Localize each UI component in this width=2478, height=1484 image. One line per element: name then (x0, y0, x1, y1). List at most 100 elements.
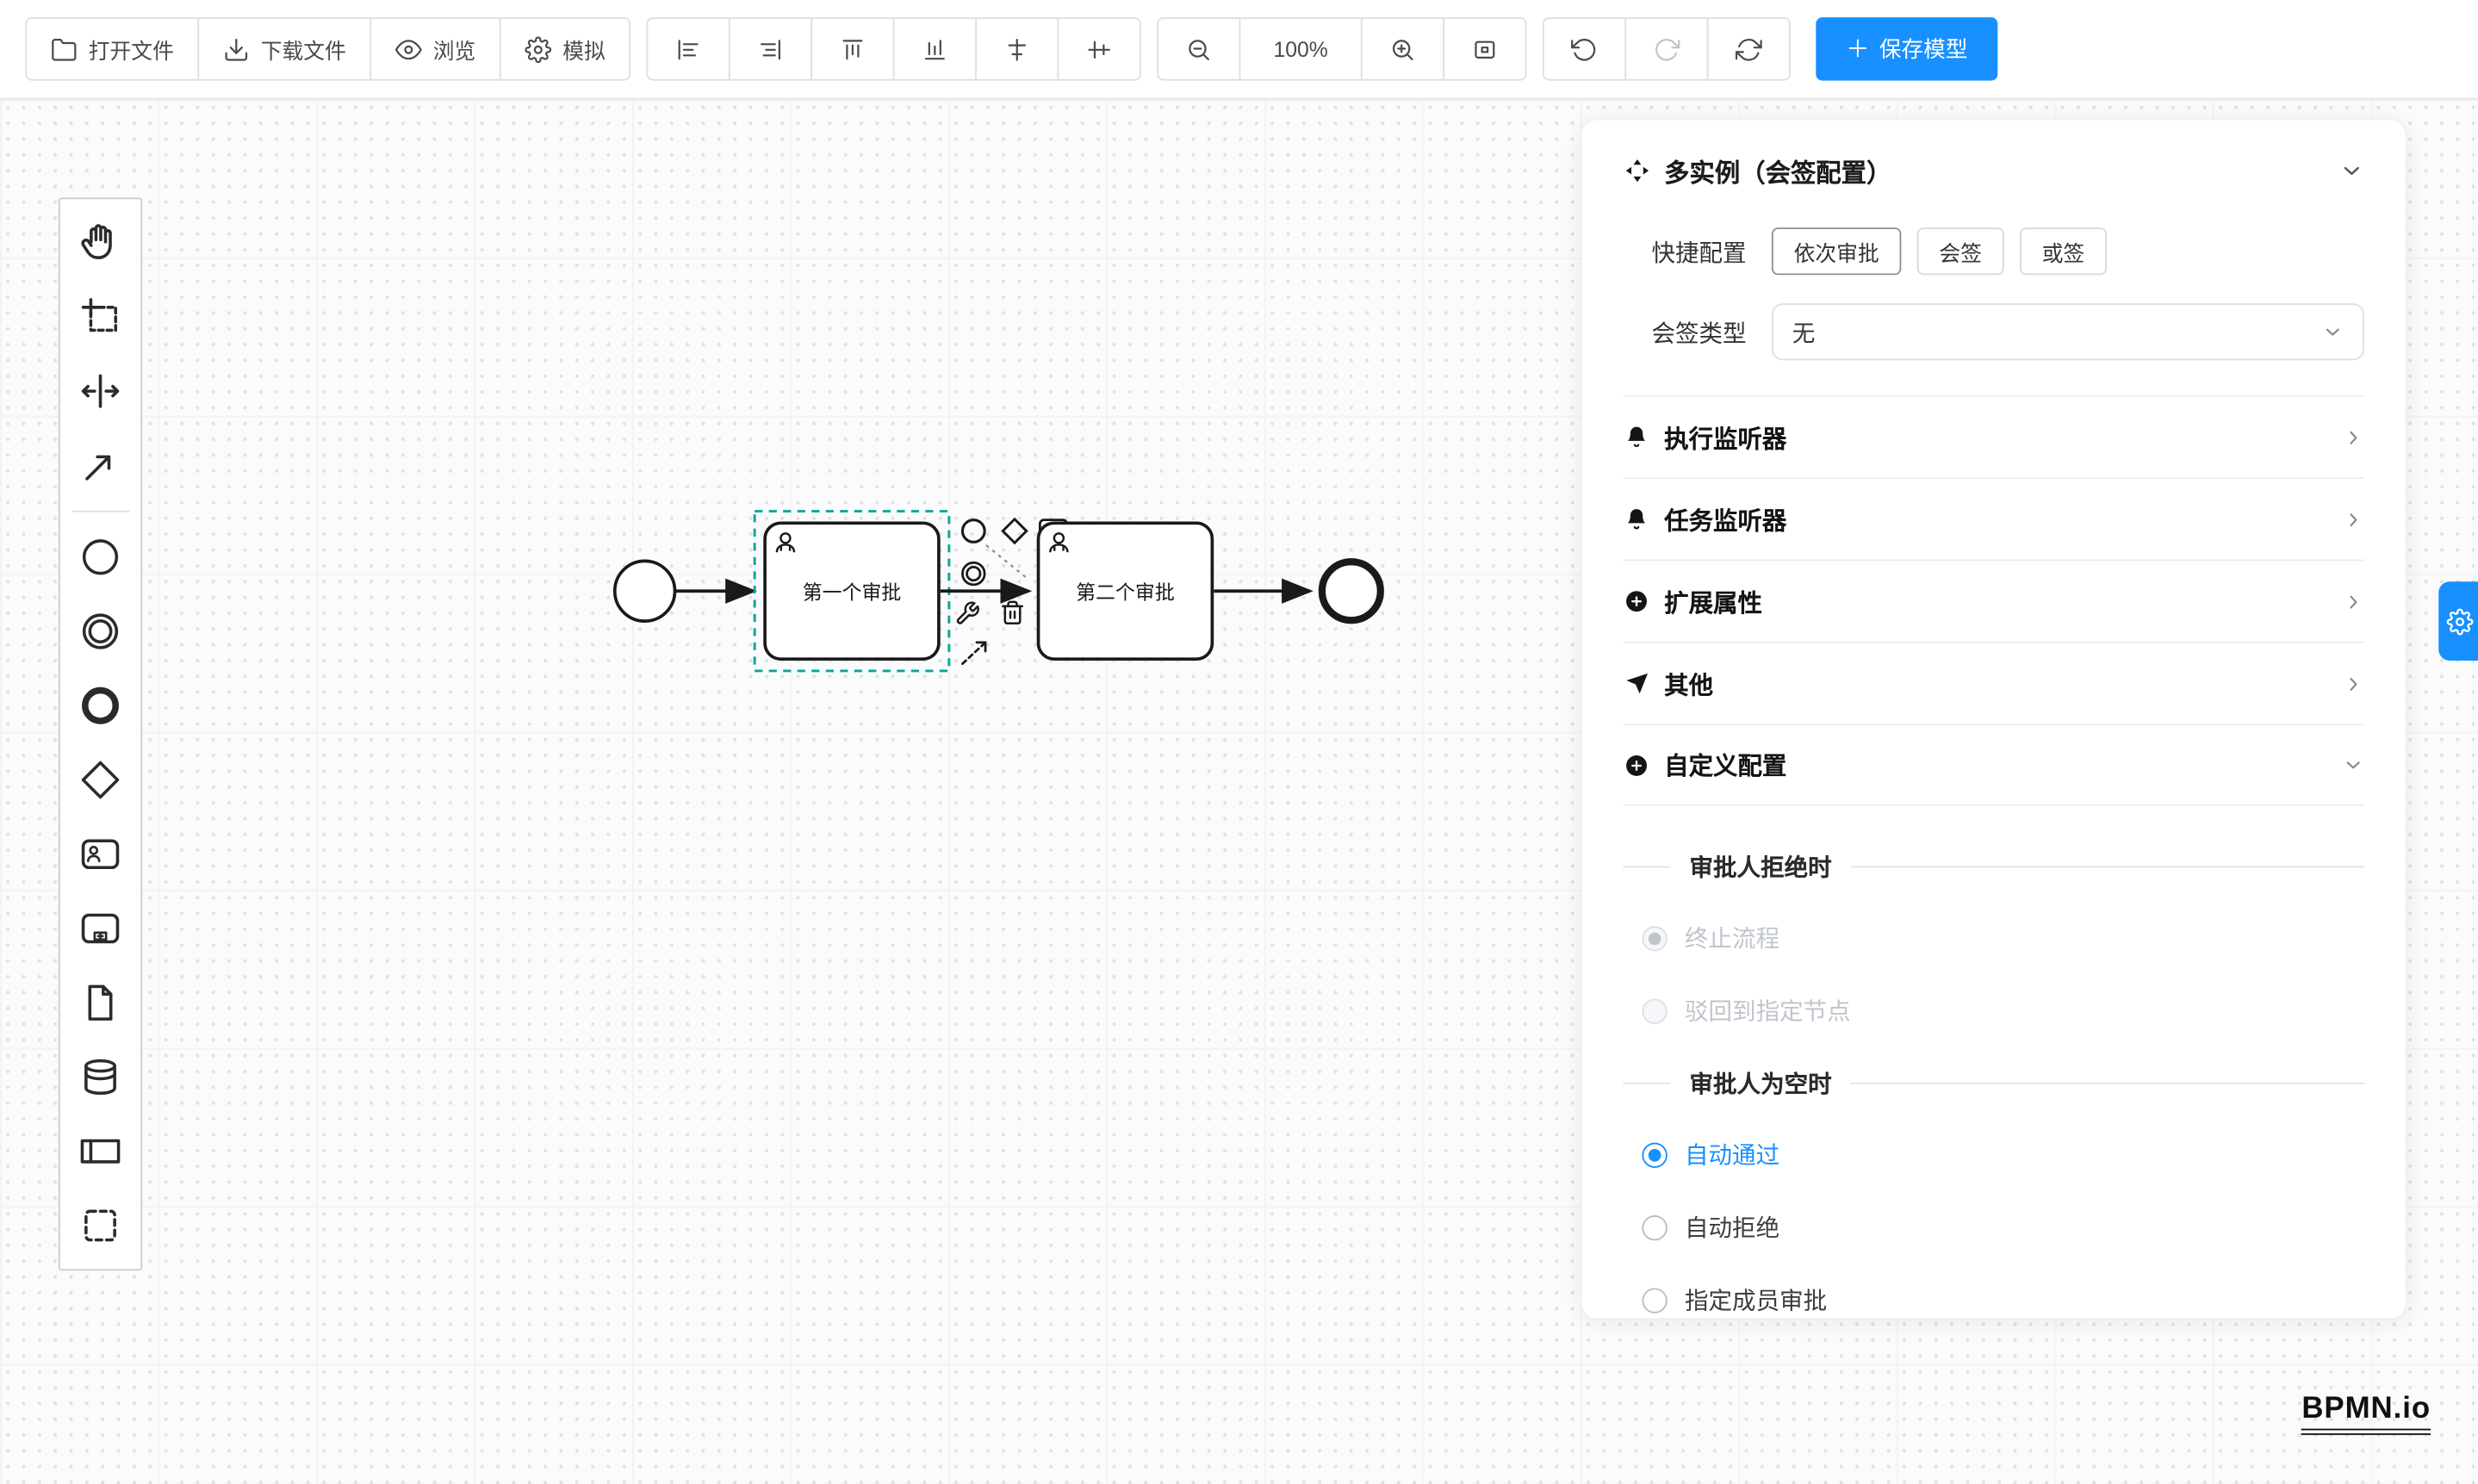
quick-option-sequential[interactable]: 依次审批 (1771, 227, 1902, 276)
connect-preview-line (985, 544, 1028, 580)
redo-button[interactable] (1624, 17, 1709, 81)
section-custom-config[interactable]: 自定义配置 (1623, 723, 2365, 806)
simulate-button[interactable]: 模拟 (499, 17, 631, 81)
panel-sections: 执行监听器 任务监听器 扩展属性 其他 (1623, 394, 2365, 806)
gear-icon (525, 35, 552, 63)
redo-icon (1655, 38, 1680, 60)
palette-create-start-event[interactable] (63, 520, 137, 594)
zoom-reset-button[interactable] (1443, 17, 1527, 81)
data-store-icon (84, 1059, 116, 1096)
palette-create-gateway[interactable] (63, 742, 137, 817)
undo-icon (1571, 38, 1596, 60)
save-model-label: 保存模型 (1879, 36, 1968, 62)
save-model-button[interactable]: ＋ 保存模型 (1816, 17, 1998, 81)
section-other[interactable]: 其他 (1623, 641, 2365, 723)
radio-assign-member[interactable]: 指定成员审批 (1642, 1283, 2364, 1317)
radio-icon (1642, 1214, 1668, 1240)
align-right-icon (761, 39, 781, 59)
align-bottom-button[interactable] (892, 17, 977, 81)
download-file-button[interactable]: 下载文件 (197, 17, 372, 81)
send-icon (1626, 673, 1649, 694)
palette-space-tool[interactable] (63, 354, 137, 428)
connect-tool-icon[interactable] (961, 641, 987, 666)
section-label: 自定义配置 (1664, 754, 1787, 781)
trash-icon[interactable] (1002, 600, 1024, 625)
settings-tab[interactable] (2438, 581, 2478, 661)
divider-title: 审批人拒绝时 (1689, 854, 1832, 882)
align-group (646, 17, 1141, 81)
start-event[interactable] (612, 559, 677, 623)
align-top-icon (842, 39, 863, 59)
append-gateway-icon[interactable] (1001, 517, 1028, 545)
palette-lasso-tool[interactable] (63, 280, 137, 354)
bpmn-diagram: 第一个审批 (612, 510, 1384, 673)
align-top-button[interactable] (810, 17, 895, 81)
subprocess-icon (81, 913, 120, 944)
palette-global-connect-tool[interactable] (63, 428, 137, 502)
align-right-button[interactable] (728, 17, 813, 81)
quick-config-row: 快捷配置 依次审批 会签 或签 (1623, 227, 2364, 276)
radio-label: 指定成员审批 (1685, 1288, 1828, 1315)
align-center-horizontal-button[interactable] (975, 17, 1059, 81)
radio-label: 终止流程 (1685, 926, 1780, 953)
preview-button[interactable]: 浏览 (370, 17, 501, 81)
refresh-icon (1735, 38, 1762, 60)
section-extended-properties[interactable]: 扩展属性 (1623, 559, 2365, 642)
space-tool-icon (81, 374, 120, 408)
canvas[interactable]: 第一个审批 (0, 99, 2478, 1484)
properties-panel: 多实例（会签配置） 快捷配置 依次审批 会签 或签 会签类型 无 (1580, 118, 2407, 1320)
user-icon (775, 532, 796, 553)
radio-icon (1642, 1287, 1668, 1313)
plus-icon: ＋ (1846, 35, 1870, 63)
intermediate-event-icon (82, 613, 119, 649)
panel-header: 多实例（会签配置） (1623, 120, 2364, 199)
zoom-out-button[interactable] (1157, 17, 1241, 81)
palette-create-intermediate-event[interactable] (63, 594, 137, 668)
section-label: 扩展属性 (1664, 590, 1762, 618)
radio-terminate-process[interactable]: 终止流程 (1642, 922, 2364, 955)
palette-create-user-task[interactable] (63, 817, 137, 891)
preview-label: 浏览 (432, 39, 476, 64)
sign-type-label: 会签类型 (1651, 320, 1747, 347)
zoom-in-button[interactable] (1360, 17, 1445, 81)
restart-button[interactable] (1706, 17, 1791, 81)
zoom-in-icon (1392, 39, 1413, 60)
radio-auto-reject[interactable]: 自动拒绝 (1642, 1211, 2364, 1245)
panel-title: 多实例（会签配置） (1664, 161, 1892, 189)
task-first-approval[interactable]: 第一个审批 (763, 521, 941, 661)
eye-icon (394, 39, 422, 59)
quick-option-countersign[interactable]: 会签 (1916, 227, 2004, 276)
palette-hand-tool[interactable] (63, 206, 137, 280)
end-event[interactable] (1318, 558, 1384, 624)
chevron-down-icon[interactable] (2339, 158, 2364, 183)
palette-create-data-object[interactable] (63, 966, 137, 1040)
task-second-approval[interactable]: 第二个审批 (1036, 521, 1214, 661)
data-object-icon (88, 984, 113, 1021)
align-left-button[interactable] (646, 17, 730, 81)
radio-auto-pass[interactable]: 自动通过 (1642, 1138, 2364, 1171)
divider-approver-reject: 审批人拒绝时 (1623, 850, 2365, 884)
undo-button[interactable] (1542, 17, 1627, 81)
palette-create-subprocess[interactable] (63, 891, 137, 966)
append-end-event-icon[interactable] (960, 518, 986, 543)
bell-icon (1627, 426, 1646, 447)
gateway-icon (81, 761, 120, 799)
palette-create-group[interactable] (63, 1189, 137, 1263)
sign-type-select[interactable]: 无 (1771, 303, 2365, 361)
quick-option-or-sign[interactable]: 或签 (2020, 227, 2107, 276)
palette-create-data-store[interactable] (63, 1040, 137, 1114)
multi-instance-icon (1625, 159, 1649, 183)
append-intermediate-event-icon[interactable] (961, 561, 986, 587)
palette-separator (71, 510, 129, 512)
chevron-right-icon (2350, 594, 2357, 608)
section-task-listener[interactable]: 任务监听器 (1623, 477, 2365, 559)
radio-return-to-node[interactable]: 驳回到指定节点 (1642, 994, 2364, 1028)
open-file-button[interactable]: 打开文件 (25, 17, 200, 81)
palette-create-end-event[interactable] (63, 668, 137, 742)
align-center-vertical-button[interactable] (1057, 17, 1141, 81)
section-execution-listener[interactable]: 执行监听器 (1623, 394, 2365, 477)
bpmn-io-logo[interactable]: BPMN.io (2301, 1393, 2431, 1436)
wrench-icon[interactable] (956, 601, 979, 624)
palette-create-participant[interactable] (63, 1115, 137, 1189)
